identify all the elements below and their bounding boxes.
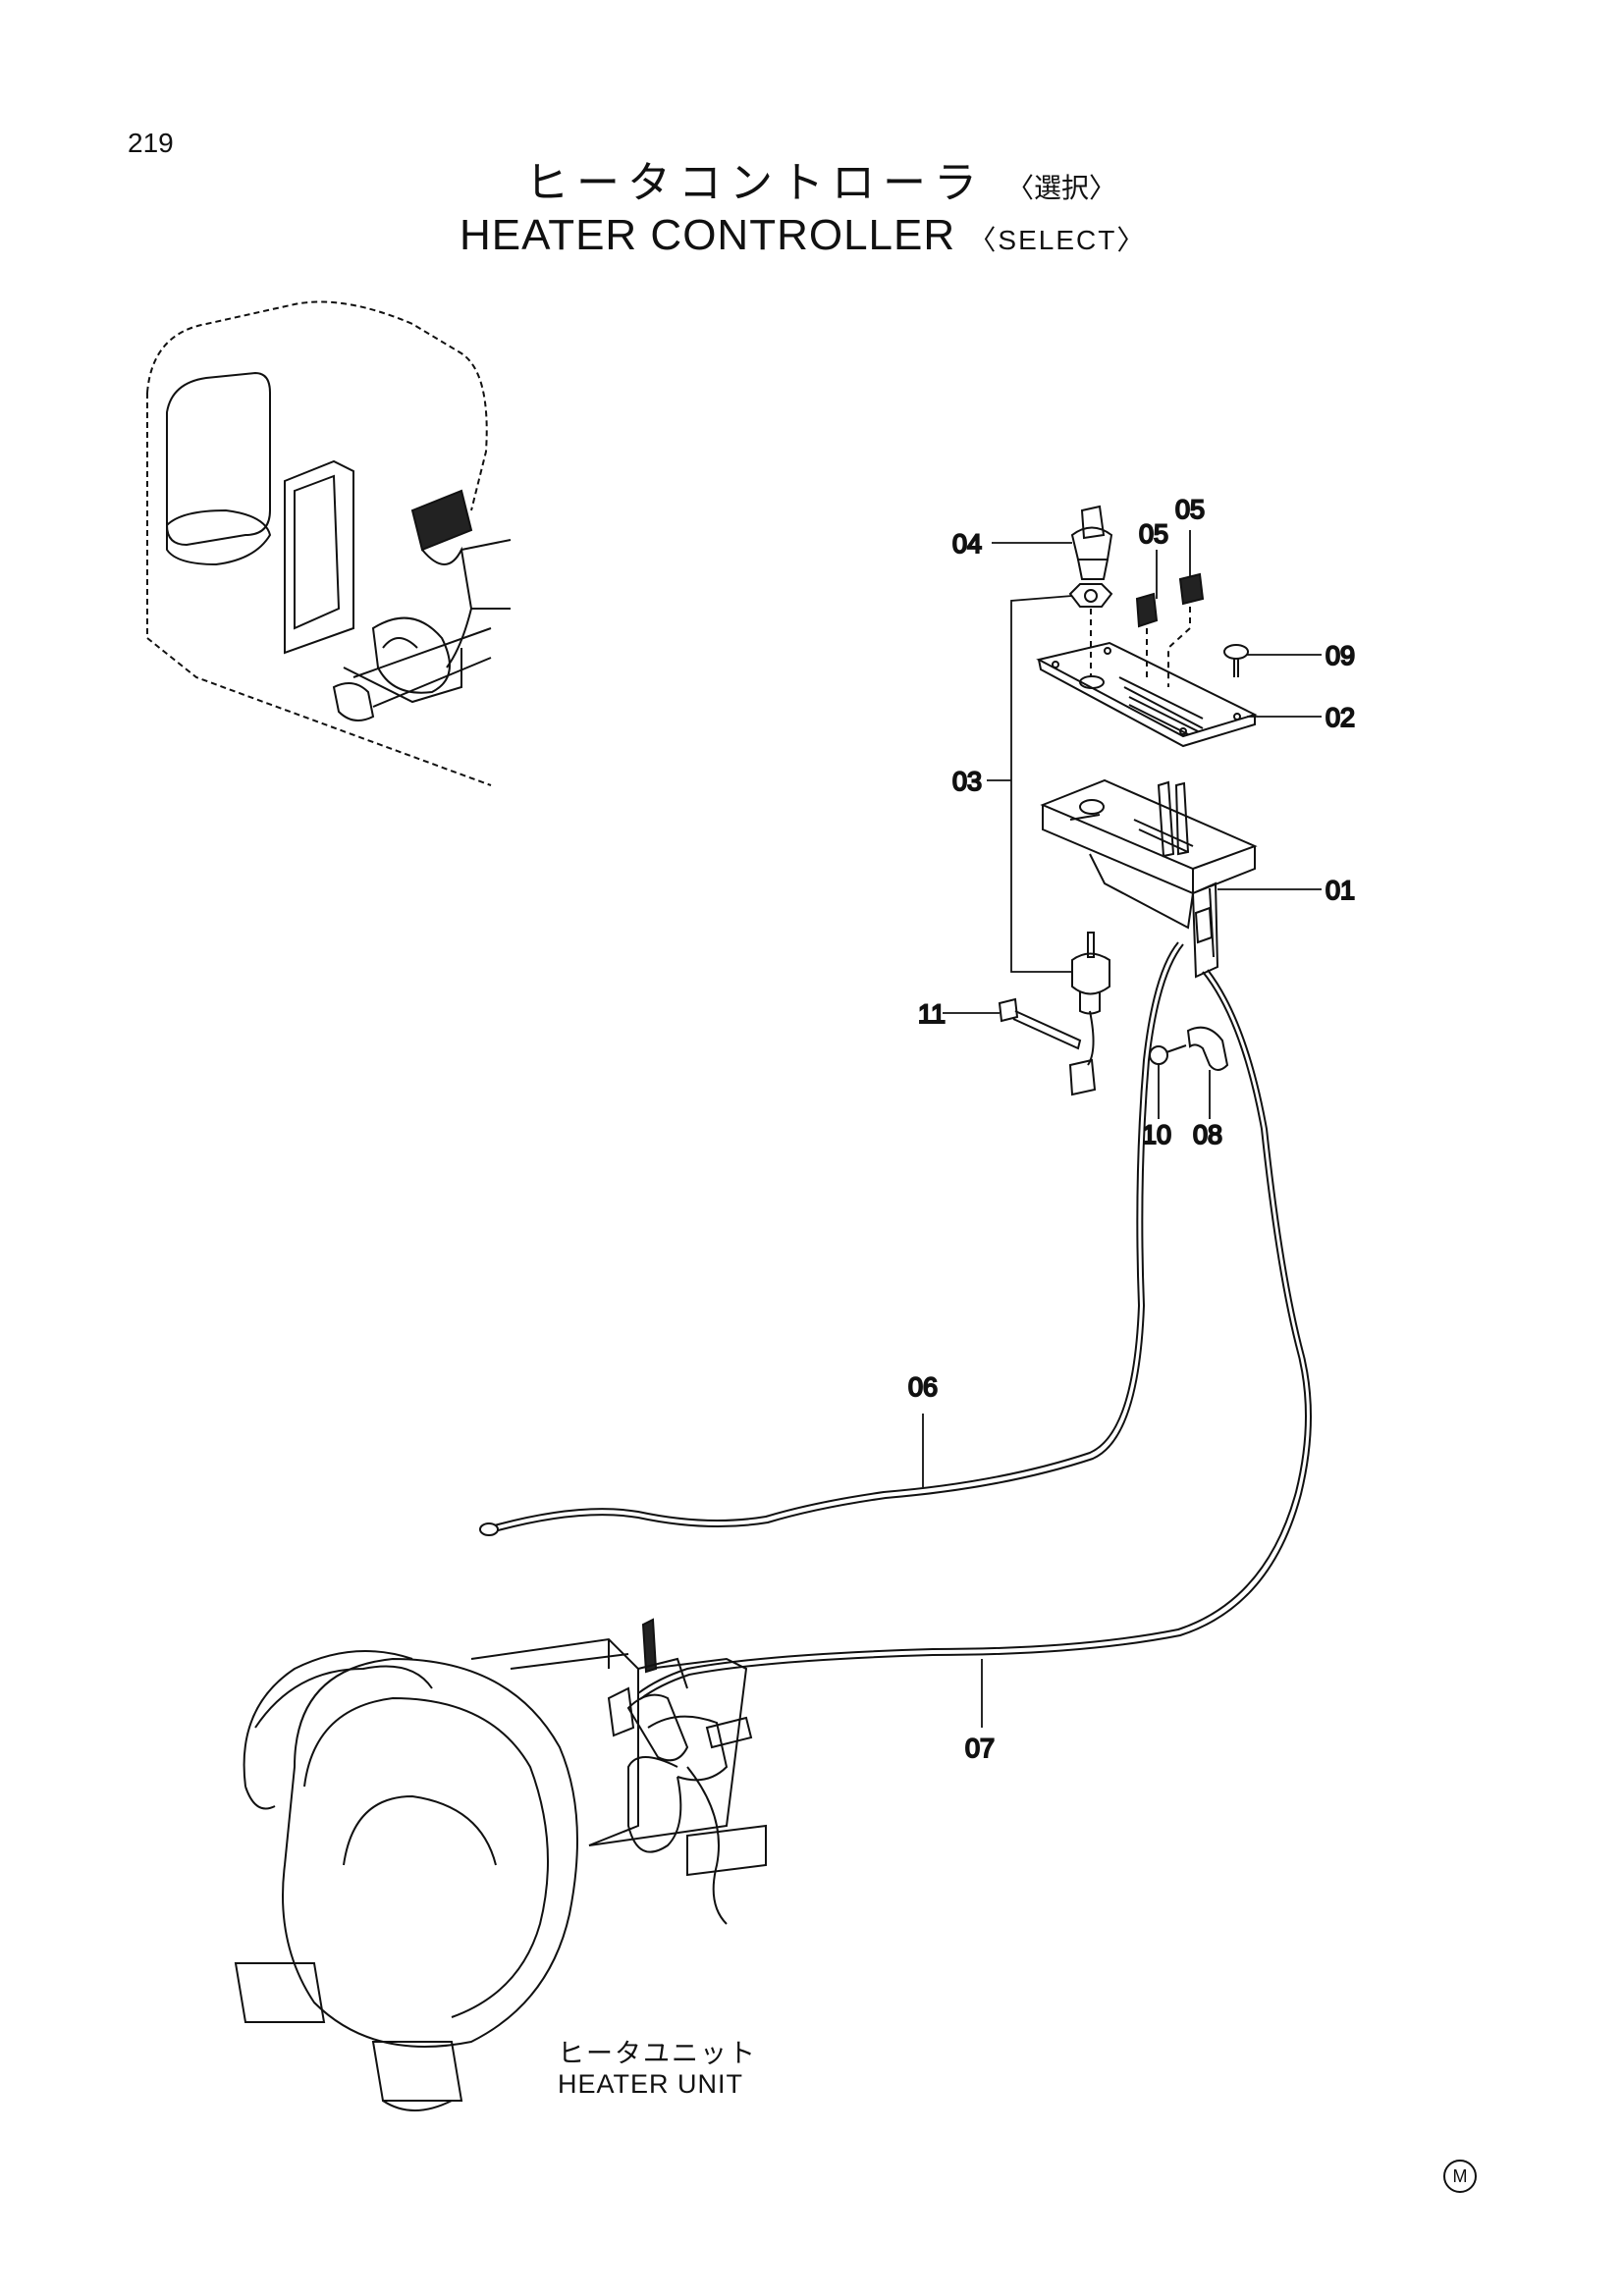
cable-tie <box>998 997 1082 1050</box>
callout-08: 08 <box>1193 1120 1222 1149</box>
page-number: 219 <box>128 128 174 158</box>
callout-10: 10 <box>1142 1120 1171 1149</box>
heater-unit-label-japanese: ヒータユニット <box>558 2039 757 2069</box>
callout-07: 07 <box>965 1734 995 1763</box>
heater-unit-illustration <box>234 1618 767 2111</box>
leader-lines <box>922 530 1322 1728</box>
title-english: HEATER CONTROLLER 〈SELECT〉 <box>460 211 1146 260</box>
title-english-text: HEATER CONTROLLER <box>460 211 956 259</box>
callout-11: 11 <box>918 999 946 1029</box>
callout-01: 01 <box>1325 876 1355 905</box>
callout-05b: 05 <box>1175 495 1205 524</box>
callout-09: 09 <box>1325 641 1355 670</box>
callout-03: 03 <box>952 767 982 796</box>
title-english-qualifier: 〈SELECT〉 <box>968 225 1147 255</box>
cab-overview-illustration <box>146 300 512 786</box>
control-knob <box>1070 505 1113 580</box>
title-japanese-qualifier: 〈選択〉 <box>1006 172 1117 204</box>
callout-06: 06 <box>908 1372 938 1402</box>
cover-plate <box>1036 641 1258 748</box>
callout-04: 04 <box>952 529 982 559</box>
air-mix-cable <box>637 971 1307 1694</box>
callout-05a: 05 <box>1139 519 1168 549</box>
controller-bracket <box>1040 778 1258 979</box>
nut <box>1068 583 1113 608</box>
thermo-switch <box>1068 932 1110 1096</box>
callout-02: 02 <box>1325 703 1355 732</box>
clip-screw <box>1149 1044 1187 1065</box>
cable-clip <box>1186 1026 1229 1071</box>
title-japanese: ヒータコントローラ 〈選択〉 <box>525 147 1116 210</box>
temperature-cable <box>490 941 1179 1527</box>
circled-m-mark: M <box>1443 2160 1477 2193</box>
screw <box>1223 644 1249 677</box>
title-japanese-text: ヒータコントローラ <box>525 158 985 208</box>
lever-cap <box>1135 572 1205 628</box>
heater-unit-label-english: HEATER UNIT <box>558 2069 744 2099</box>
